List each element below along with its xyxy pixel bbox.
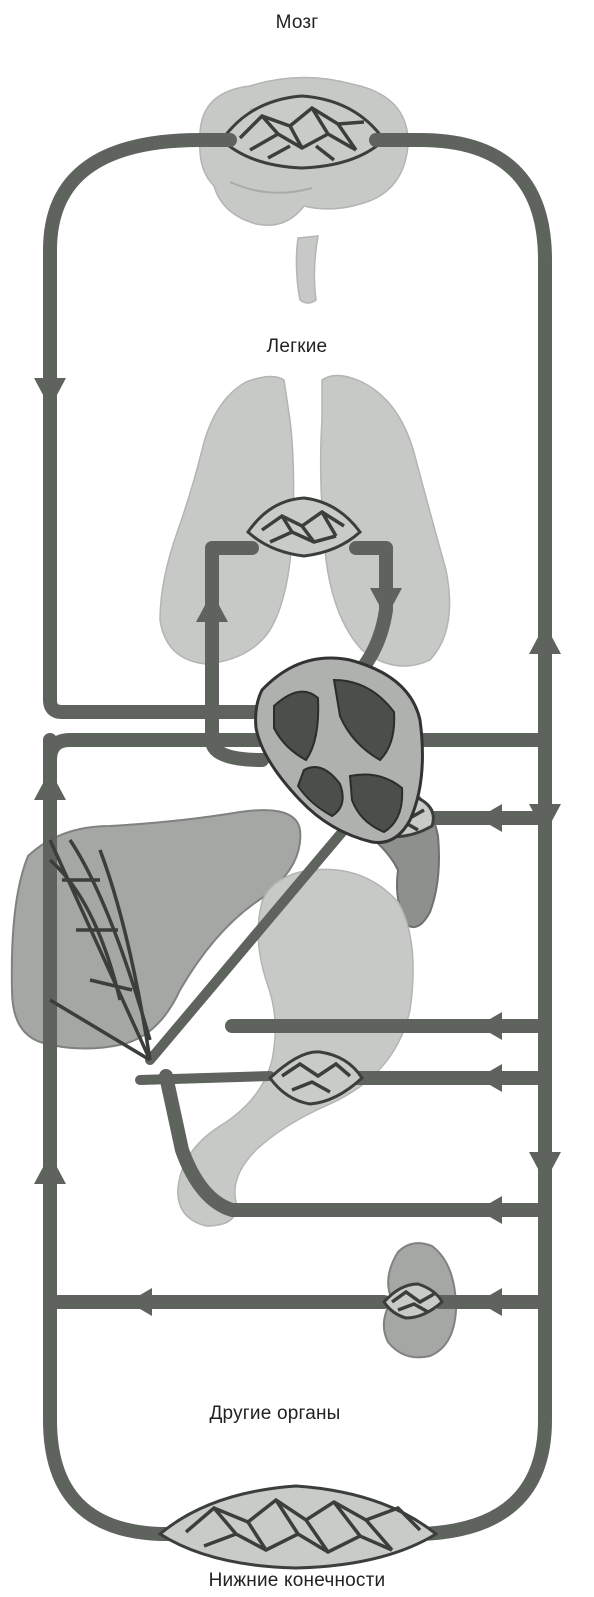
arrow-down-right-lower [529, 1152, 561, 1182]
arrow-up-right-upper [529, 624, 561, 654]
arrow-left-stomach [478, 1064, 502, 1092]
arrow-left-intestine [478, 1012, 502, 1040]
arrow-left-lower-intestine [478, 1196, 502, 1224]
arrow-left-kidney [478, 1288, 502, 1316]
arrow-up-left-lower [34, 1154, 66, 1184]
arrow-up-left-middle [34, 770, 66, 800]
arrow-left-kidney-return [128, 1288, 152, 1316]
legs-capillary-network [160, 1486, 436, 1568]
arrow-down-left-upper [34, 378, 66, 408]
arrow-left-spleen [478, 804, 502, 832]
